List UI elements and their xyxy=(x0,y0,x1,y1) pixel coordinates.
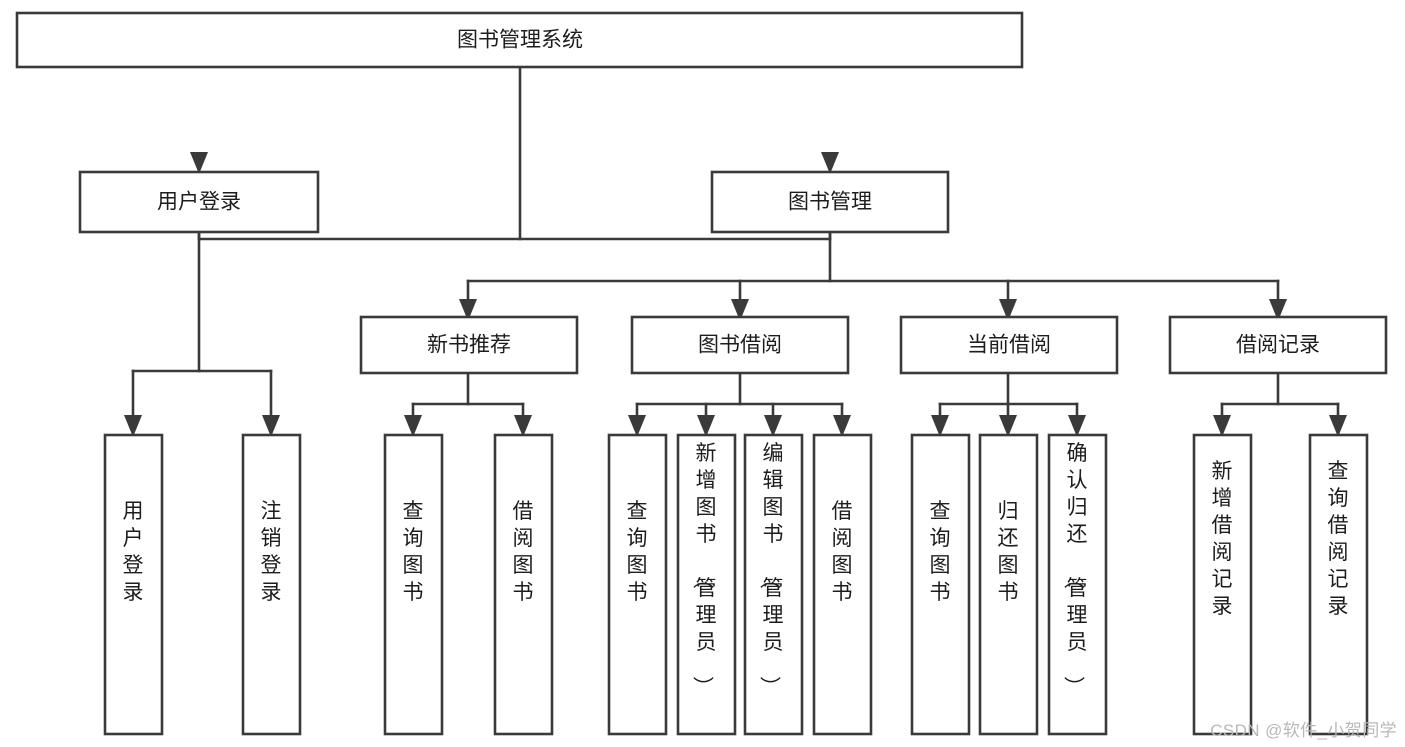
node-root-system-label: 图书管理系统 xyxy=(457,29,583,52)
leaf-borrow-record-2[interactable]: 查询借阅记录 xyxy=(1308,433,1369,736)
leaf-bb-2-label: 新增图书（管理员） xyxy=(691,442,717,697)
node-user-login-label: 用户登录 xyxy=(157,191,241,214)
leaf-user-login-2[interactable]: 注销登录 xyxy=(241,433,302,736)
node-book-management-label: 图书管理 xyxy=(788,191,872,214)
leaf-user-login-1-box[interactable] xyxy=(103,433,164,736)
leaf-new-book-recommend-1[interactable]: 查询图书 xyxy=(383,433,444,736)
connector-group-new-book-recommend xyxy=(404,371,532,437)
connector-level2-drops xyxy=(190,152,839,174)
node-book-management-box[interactable] xyxy=(710,170,950,234)
leaf-nbr-1-box[interactable] xyxy=(383,433,444,736)
leaf-bb-4-box[interactable] xyxy=(812,433,873,736)
node-new-book-recommend-box[interactable] xyxy=(359,315,579,375)
node-borrow-record-box[interactable] xyxy=(1168,315,1388,375)
leaf-cb-2-box[interactable] xyxy=(978,433,1039,736)
connector-group-current-borrow xyxy=(931,371,1086,437)
leaf-cb-1-box[interactable] xyxy=(910,433,971,736)
leaf-user-login-2-label: 注销登录 xyxy=(261,500,282,604)
node-user-login-box[interactable] xyxy=(78,170,320,234)
leaf-book-borrow-3[interactable]: 编辑图书（管理员） xyxy=(743,433,804,736)
leaf-current-borrow-3[interactable]: 确认归还（管理员） xyxy=(1047,433,1108,736)
connector-group-book-borrow xyxy=(628,371,851,437)
leaf-cb-2-label: 归还图书 xyxy=(998,500,1019,604)
leaf-new-book-recommend-2[interactable]: 借阅图书 xyxy=(493,433,554,736)
leaf-bb-1-label: 查询图书 xyxy=(627,500,648,604)
leaf-user-login-1[interactable]: 用户登录 xyxy=(103,433,164,736)
csdn-watermark: CSDN @软件_小贺同学 xyxy=(1210,721,1397,740)
node-book-borrow[interactable]: 图书借阅 xyxy=(630,315,850,375)
leaf-bb-3-label: 编辑图书（管理员） xyxy=(758,442,784,697)
node-new-book-recommend[interactable]: 新书推荐 xyxy=(359,315,579,375)
node-borrow-record-label: 借阅记录 xyxy=(1236,334,1320,357)
leaf-book-borrow-4[interactable]: 借阅图书 xyxy=(812,433,873,736)
leaf-nbr-2-box[interactable] xyxy=(493,433,554,736)
node-new-book-recommend-label: 新书推荐 xyxy=(427,334,511,357)
node-user-login[interactable]: 用户登录 xyxy=(78,170,320,234)
leaf-current-borrow-2[interactable]: 归还图书 xyxy=(978,433,1039,736)
leaf-bb-2-box[interactable] xyxy=(676,433,737,736)
leaf-book-borrow-2[interactable]: 新增图书（管理员） xyxy=(676,433,737,736)
node-borrow-record[interactable]: 借阅记录 xyxy=(1168,315,1388,375)
leaf-cb-3-label: 确认归还（管理员） xyxy=(1062,442,1088,697)
node-book-borrow-label: 图书借阅 xyxy=(698,334,782,357)
arrow-user-login xyxy=(190,152,208,174)
node-current-borrow-box[interactable] xyxy=(899,315,1119,375)
node-root-system[interactable]: 图书管理系统 xyxy=(15,11,1024,69)
node-book-management[interactable]: 图书管理 xyxy=(710,170,950,234)
leaf-user-login-2-box[interactable] xyxy=(241,433,302,736)
leaf-bb-3-box[interactable] xyxy=(743,433,804,736)
connector-group-book-mgmt xyxy=(459,230,1287,321)
leaf-cb-3-box[interactable] xyxy=(1047,433,1108,736)
leaf-br-1-box[interactable] xyxy=(1192,433,1253,736)
leaf-br-1-label: 新增借阅记录 xyxy=(1212,460,1233,618)
leaf-br-2-box[interactable] xyxy=(1308,433,1369,736)
leaf-bb-1-box[interactable] xyxy=(607,433,668,736)
leaf-nbr-1-label: 查询图书 xyxy=(403,500,424,604)
leaf-current-borrow-1[interactable]: 查询图书 xyxy=(910,433,971,736)
connector-group-borrow-record xyxy=(1213,371,1347,437)
connector-group-user-login xyxy=(124,230,280,437)
leaf-cb-1-label: 查询图书 xyxy=(930,500,951,604)
leaf-bb-4-label: 借阅图书 xyxy=(832,500,853,604)
leaf-br-2-label: 查询借阅记录 xyxy=(1328,460,1349,618)
node-current-borrow-label: 当前借阅 xyxy=(967,334,1051,357)
leaf-book-borrow-1[interactable]: 查询图书 xyxy=(607,433,668,736)
leaf-nbr-2-label: 借阅图书 xyxy=(513,500,534,604)
arrow-book-mgmt xyxy=(821,152,839,174)
leaf-borrow-record-1[interactable]: 新增借阅记录 xyxy=(1192,433,1253,736)
leaf-user-login-1-label: 用户登录 xyxy=(123,500,144,604)
node-root-system-box[interactable] xyxy=(15,11,1024,69)
node-current-borrow[interactable]: 当前借阅 xyxy=(899,315,1119,375)
node-book-borrow-box[interactable] xyxy=(630,315,850,375)
